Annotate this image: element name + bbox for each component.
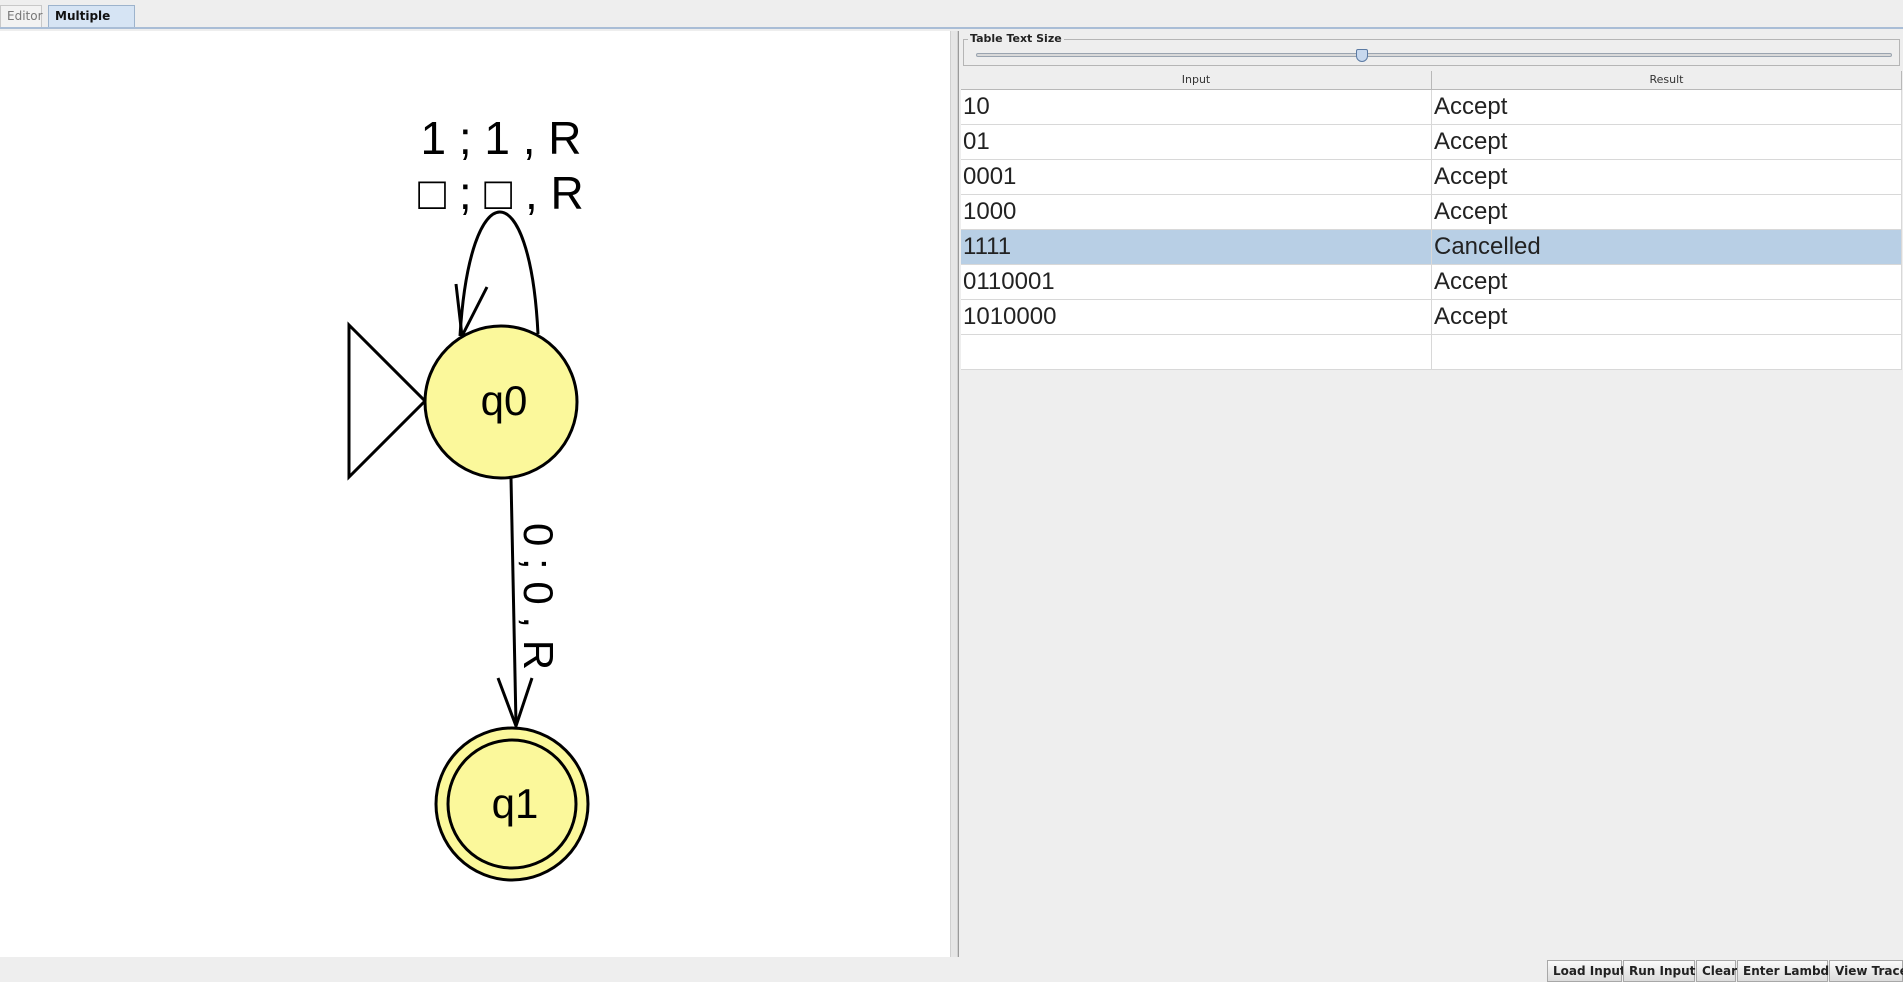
run-inputs-button[interactable]: Run Inputs bbox=[1623, 960, 1703, 982]
result-cell[interactable]: Accept bbox=[1432, 265, 1902, 299]
tab-multiple-run[interactable]: Multiple Run bbox=[48, 5, 135, 43]
view-trace-button[interactable]: View Trace bbox=[1829, 960, 1903, 982]
input-cell[interactable]: 0110001 bbox=[961, 265, 1432, 299]
input-cell[interactable] bbox=[961, 335, 1432, 369]
table-row[interactable]: 0110001 Accept bbox=[961, 265, 1902, 300]
table-row[interactable]: 1000 Accept bbox=[961, 195, 1902, 230]
slider-thumb[interactable] bbox=[1356, 49, 1368, 62]
result-cell[interactable]: Accept bbox=[1432, 195, 1902, 229]
tab-editor[interactable]: Editor bbox=[0, 5, 43, 27]
table-text-size-label: Table Text Size bbox=[968, 32, 1064, 45]
inputs-table: Input Result 10 Accept 01 Accept 0001 Ac… bbox=[961, 71, 1902, 370]
state-q0-label: q0 bbox=[481, 377, 528, 424]
table-text-size-group: Table Text Size bbox=[963, 32, 1900, 66]
state-q1[interactable]: q1 bbox=[434, 726, 590, 882]
table-header: Input Result bbox=[961, 71, 1902, 90]
loop-label-1: 1 ; 1 , R bbox=[420, 112, 581, 164]
table-row-empty[interactable] bbox=[961, 335, 1902, 370]
table-row-selected[interactable]: 1111 Cancelled bbox=[961, 230, 1902, 265]
table-row[interactable]: 10 Accept bbox=[961, 90, 1902, 125]
loop-label-2: □ ; □ , R bbox=[418, 167, 583, 219]
input-cell[interactable]: 1000 bbox=[961, 195, 1432, 229]
column-header-result[interactable]: Result bbox=[1432, 71, 1902, 89]
initial-state-marker bbox=[347, 321, 428, 481]
load-inputs-button[interactable]: Load Inputs bbox=[1547, 960, 1633, 982]
loop-transition-arrow[interactable] bbox=[458, 210, 540, 337]
tab-bar: Editor Multiple Run bbox=[0, 0, 1903, 43]
table-text-size-slider[interactable] bbox=[976, 49, 1892, 62]
table-row[interactable]: 0001 Accept bbox=[961, 160, 1902, 195]
multiple-run-panel: Table Text Size Input Result 10 Accept 0… bbox=[958, 31, 1903, 957]
state-q1-label: q1 bbox=[492, 780, 539, 827]
input-cell[interactable]: 01 bbox=[961, 125, 1432, 159]
table-row[interactable]: 1010000 Accept bbox=[961, 300, 1902, 335]
input-cell[interactable]: 10 bbox=[961, 90, 1432, 124]
result-cell[interactable]: Cancelled bbox=[1432, 230, 1902, 264]
edge-arrowhead bbox=[496, 677, 534, 731]
result-cell[interactable] bbox=[1432, 335, 1902, 369]
split-pane-divider[interactable] bbox=[950, 31, 958, 957]
input-cell[interactable]: 1010000 bbox=[961, 300, 1432, 334]
result-cell[interactable]: Accept bbox=[1432, 90, 1902, 124]
edge-label: 0 ; 0 , R bbox=[515, 523, 562, 670]
action-button-bar: Load Inputs Run Inputs Clear Enter Lambd… bbox=[0, 957, 1903, 982]
enter-lambda-button[interactable]: Enter Lambda bbox=[1737, 960, 1837, 982]
automaton-canvas[interactable]: q0 q1 1 ; 1 , R □ ; □ , R 0 ; 0 , R bbox=[0, 31, 950, 957]
input-cell[interactable]: 1111 bbox=[961, 230, 1432, 264]
state-q0[interactable]: q0 bbox=[423, 324, 579, 480]
result-cell[interactable]: Accept bbox=[1432, 125, 1902, 159]
column-header-input[interactable]: Input bbox=[961, 71, 1432, 89]
result-cell[interactable]: Accept bbox=[1432, 300, 1902, 334]
clear-button[interactable]: Clear bbox=[1696, 960, 1737, 982]
result-cell[interactable]: Accept bbox=[1432, 160, 1902, 194]
input-cell[interactable]: 0001 bbox=[961, 160, 1432, 194]
table-row[interactable]: 01 Accept bbox=[961, 125, 1902, 160]
automaton-diagram: q0 q1 1 ; 1 , R □ ; □ , R 0 ; 0 , R bbox=[347, 112, 590, 882]
edge-q0-q1[interactable] bbox=[509, 477, 518, 725]
